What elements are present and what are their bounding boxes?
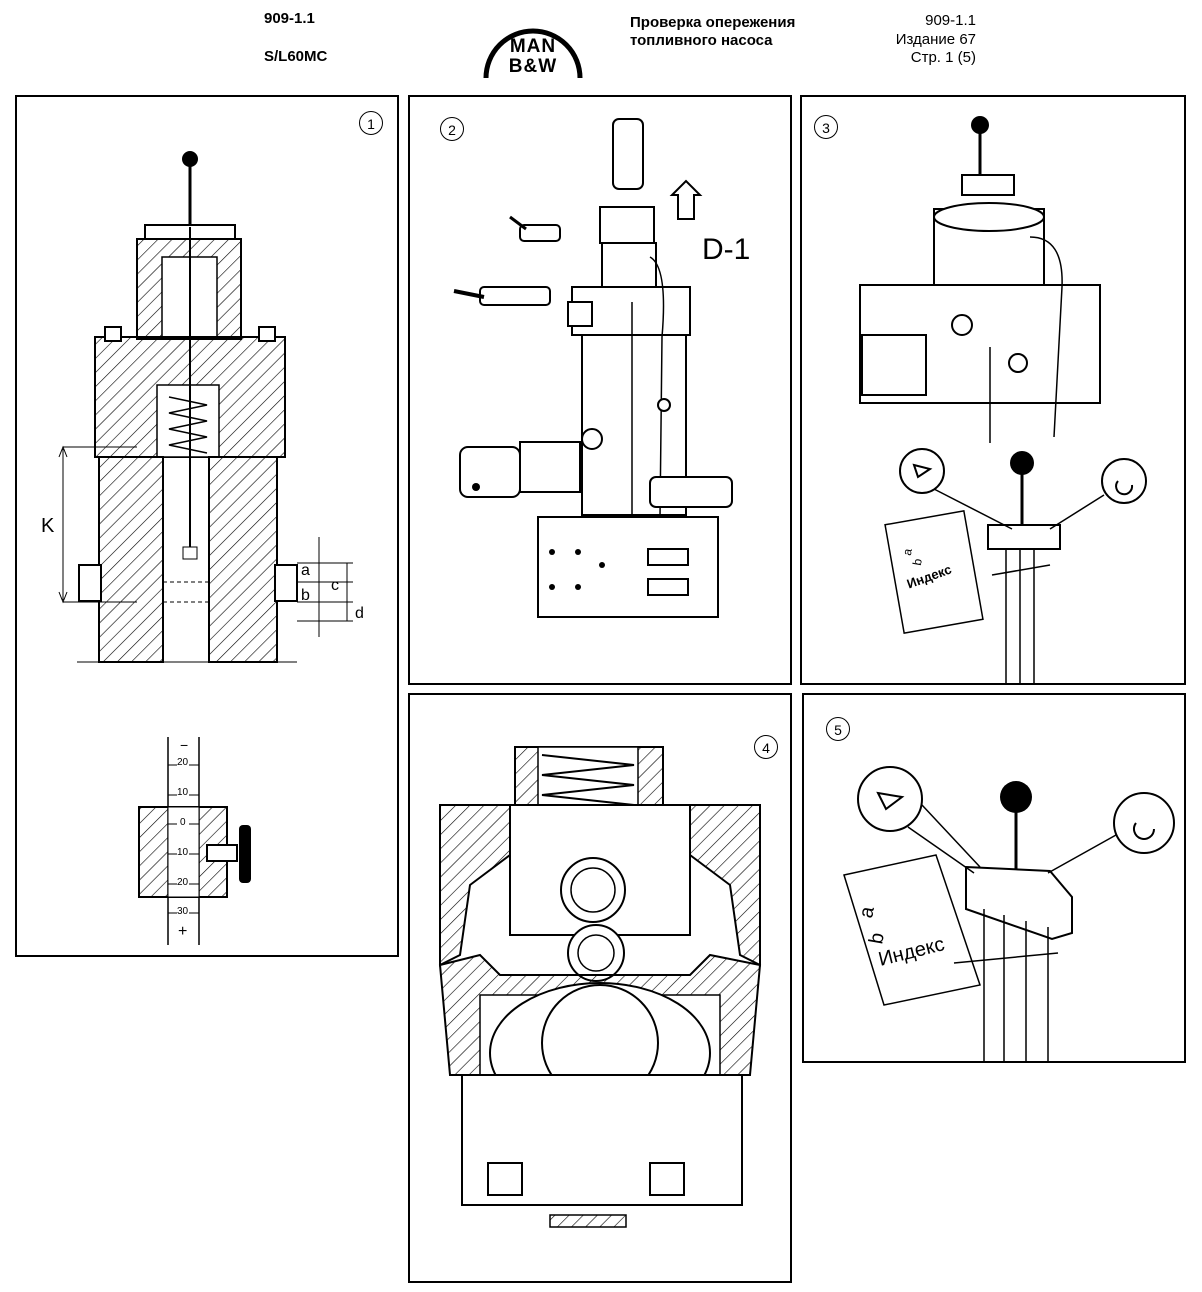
- panel-number-3: 3: [814, 115, 838, 139]
- doc-edition: Издание 67: [895, 31, 976, 48]
- dimension-label-k: K: [41, 515, 55, 537]
- doc-title-line1: Проверка опережения: [630, 14, 796, 31]
- panel-number-4: 4: [754, 735, 778, 759]
- doc-title-line2: топливного насоса: [630, 32, 773, 49]
- dimension-label-a: a: [301, 562, 310, 579]
- panel-number-5: 5: [826, 717, 850, 741]
- logo-text-man: MAN: [509, 36, 557, 57]
- scale-tick-20a: 20: [177, 757, 189, 768]
- doc-page: Стр. 1 (5): [910, 49, 976, 66]
- scale-minus: −: [180, 737, 189, 753]
- index-detail-drawing: [843, 766, 1175, 1061]
- logo-arc-icon: [483, 28, 583, 79]
- panel-2-pump-assembly: 2 D-1: [408, 95, 792, 685]
- scale-tick-30: 30: [177, 906, 189, 917]
- dimension-label-d: d: [355, 605, 364, 622]
- scale-tick-10b: 10: [177, 847, 189, 858]
- scale-tick-0: 0: [180, 817, 186, 828]
- label-d1: D-1: [702, 233, 751, 266]
- panel-number-1: 1: [359, 111, 383, 135]
- roller-guide-section-drawing: [438, 746, 762, 1228]
- doc-code-left: 909-1.1: [264, 10, 315, 27]
- fuel-pump-section-drawing: [58, 151, 353, 945]
- panel-number-2: 2: [440, 117, 464, 141]
- doc-code-right: 909-1.1: [925, 12, 976, 29]
- index-marking-drawing: [859, 116, 1147, 683]
- engine-model: S/L60MC: [264, 48, 328, 65]
- scale-tick-20b: 20: [177, 877, 189, 888]
- logo-text-bw: B&W: [508, 56, 558, 77]
- panel-5-index-detail: 5 a b Индекс: [802, 693, 1186, 1063]
- pump-assembly-drawing: [453, 118, 733, 618]
- panel-4-roller-guide-section: 4: [408, 693, 792, 1283]
- panel-1-cross-section: 1 K a b c d − 20 10 0 10 20 30 +: [15, 95, 399, 957]
- scale-plus: +: [178, 923, 188, 940]
- scale-tick-10a: 10: [177, 787, 189, 798]
- dimension-label-b: b: [301, 587, 310, 604]
- dimension-label-c: c: [331, 577, 339, 594]
- man-bw-logo: MAN B&W: [478, 14, 588, 82]
- panel-3-index-marking: 3 a b Индекс: [800, 95, 1186, 685]
